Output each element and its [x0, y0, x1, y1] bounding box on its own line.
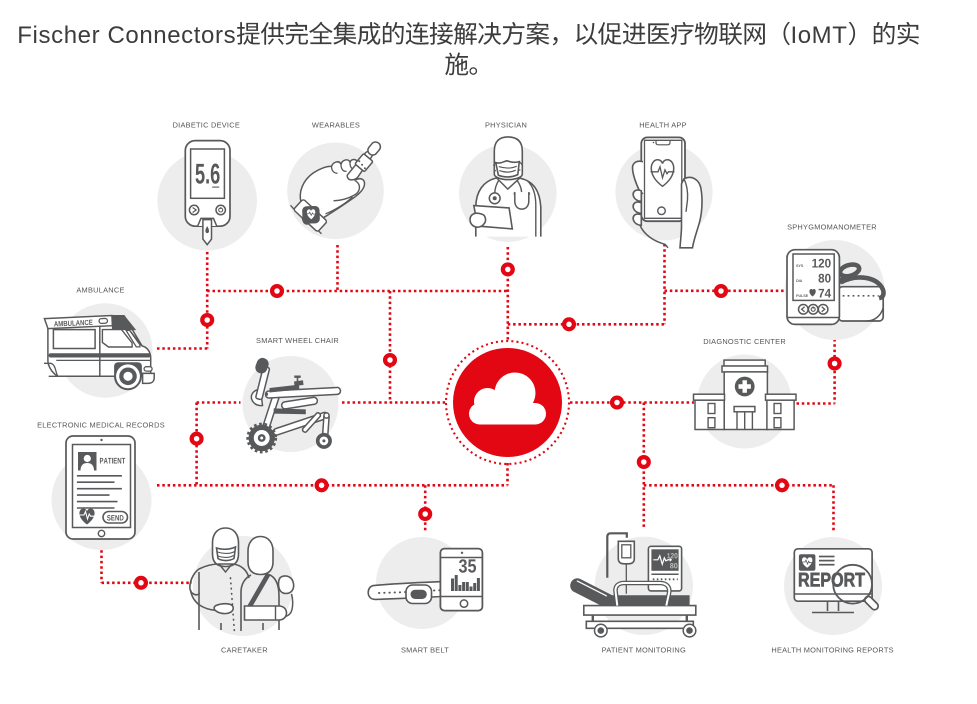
svg-text:HEALTH MONITORING REPORTS: HEALTH MONITORING REPORTS — [771, 646, 893, 655]
svg-text:DIAGNOSTIC CENTER: DIAGNOSTIC CENTER — [703, 337, 786, 346]
svg-text:HEALTH APP: HEALTH APP — [639, 121, 687, 130]
svg-text:Fischer Connectors: Fischer Connectors — [17, 22, 236, 49]
svg-text:WEARABLES: WEARABLES — [312, 121, 360, 130]
svg-text:SMART BELT: SMART BELT — [401, 646, 449, 655]
svg-text:DIABETIC DEVICE: DIABETIC DEVICE — [173, 121, 240, 130]
svg-text:IoMT: IoMT — [790, 22, 847, 49]
svg-text:CARETAKER: CARETAKER — [221, 646, 268, 655]
svg-text:PATIENT MONITORING: PATIENT MONITORING — [602, 646, 686, 655]
svg-text:SPHYGMOMANOMETER: SPHYGMOMANOMETER — [787, 222, 877, 231]
svg-text:PHYSICIAN: PHYSICIAN — [485, 121, 527, 130]
svg-text:SMART WHEEL CHAIR: SMART WHEEL CHAIR — [256, 336, 339, 345]
svg-text:AMBULANCE: AMBULANCE — [76, 285, 124, 294]
svg-text:ELECTRONIC MEDICAL RECORDS: ELECTRONIC MEDICAL RECORDS — [37, 421, 165, 430]
